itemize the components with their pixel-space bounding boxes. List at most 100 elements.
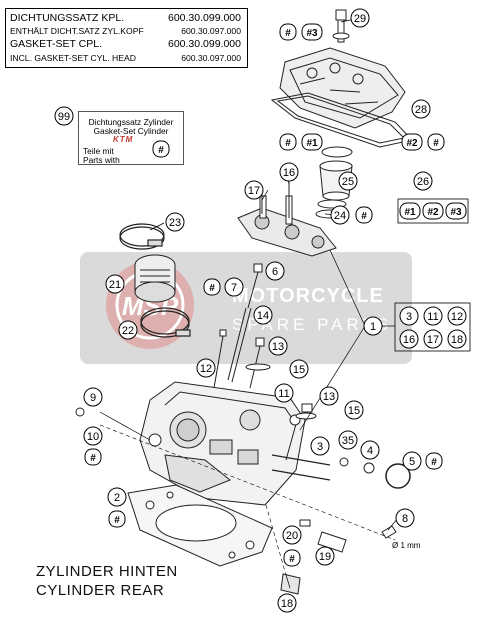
gasket-set-line4-number: 600.30.097.000 xyxy=(181,53,241,63)
badge-hash-24: # xyxy=(355,206,373,224)
callout-16-top: 16 xyxy=(279,162,299,182)
svg-text:11: 11 xyxy=(278,388,289,400)
callout-99: 99 xyxy=(54,106,74,126)
callout-2: 2 xyxy=(107,487,127,507)
svg-text:16: 16 xyxy=(403,334,415,346)
callout-15-b: 15 xyxy=(344,400,364,420)
callout-3-group: 3 xyxy=(399,306,419,326)
hose-clamp-23 xyxy=(119,223,165,250)
svg-text:#1: #1 xyxy=(404,207,416,218)
svg-text:15: 15 xyxy=(348,405,360,417)
callout-18-group: 18 xyxy=(447,329,467,349)
svg-text:#: # xyxy=(90,453,96,464)
svg-text:#: # xyxy=(361,211,367,222)
svg-text:2: 2 xyxy=(114,492,120,504)
badge-hash-right: # xyxy=(427,133,445,151)
badge-hash2-right: #2 xyxy=(401,133,423,151)
callout-12-group: 12 xyxy=(447,306,467,326)
valve-cover-screw xyxy=(332,9,350,43)
callout-29: 29 xyxy=(350,8,370,28)
svg-text:29: 29 xyxy=(354,13,366,25)
svg-text:17: 17 xyxy=(248,185,260,197)
callout-13: 13 xyxy=(268,336,288,356)
svg-text:16: 16 xyxy=(283,167,295,179)
svg-text:9: 9 xyxy=(90,392,96,404)
cylinder-head-studs xyxy=(213,263,265,389)
badge-hash3-top: #3 xyxy=(301,23,323,41)
svg-text:26: 26 xyxy=(417,176,429,188)
callout-24: 24 xyxy=(330,205,350,225)
callout-12: 12 xyxy=(196,358,216,378)
hash-badges: # #3 # #1 #2 # # #1 #2 #3 # # # # # # xyxy=(84,23,467,567)
svg-text:11: 11 xyxy=(427,311,438,323)
callout-26: 26 xyxy=(413,171,433,191)
callout-8: 8 xyxy=(395,508,415,528)
variant-group-box xyxy=(397,198,469,224)
leader-lines xyxy=(99,171,399,589)
gasket-set-line3-number: 600.30.099.000 xyxy=(168,38,241,50)
cylinder-kit-title-en: Gasket-Set Cylinder xyxy=(93,126,169,136)
callouts: 29 28 25 24 26 16 17 23 21 22 6 7 14 13 … xyxy=(54,8,467,613)
badge-hash3-26: #3 xyxy=(445,202,467,220)
svg-text:#2: #2 xyxy=(406,138,418,149)
svg-text:12: 12 xyxy=(451,311,463,323)
svg-text:7: 7 xyxy=(231,282,237,294)
gasket-set-line2-number: 600.30.097.000 xyxy=(181,26,241,36)
callout-19: 19 xyxy=(315,546,335,566)
svg-text:99: 99 xyxy=(58,111,70,123)
badge-hash-5: # xyxy=(425,452,443,470)
svg-text:13: 13 xyxy=(272,341,284,353)
svg-text:12: 12 xyxy=(200,363,212,375)
callout-13-b: 13 xyxy=(319,386,339,406)
svg-text:15: 15 xyxy=(293,364,305,376)
svg-text:#: # xyxy=(209,283,215,294)
badge-hash-20: # xyxy=(283,549,301,567)
hose-clamp-22 xyxy=(140,307,191,338)
badge-hash-2: # xyxy=(108,510,126,528)
callout-18: 18 xyxy=(277,593,297,613)
svg-text:#1: #1 xyxy=(306,138,318,149)
valve-cover xyxy=(279,47,406,129)
svg-text:18: 18 xyxy=(451,334,463,346)
svg-text:4: 4 xyxy=(367,445,373,457)
callout-28: 28 xyxy=(411,99,431,119)
svg-text:#: # xyxy=(433,138,439,149)
callout-20: 20 xyxy=(282,525,302,545)
intake-flange xyxy=(134,254,176,303)
parts-with-label-de: Teile mit xyxy=(83,146,114,156)
gasket-set-line2-label: ENTHÄLT DICHT.SATZ ZYL.KOPF xyxy=(10,26,144,36)
svg-text:#: # xyxy=(285,28,291,39)
badge-hash1-26: #1 xyxy=(399,202,421,220)
svg-text:28: 28 xyxy=(415,104,427,116)
gasket-set-info-box: DICHTUNGSSATZ KPL. 600.30.099.000 ENTHÄLT… xyxy=(5,8,248,68)
callout-10: 10 xyxy=(83,426,103,446)
callout-4: 4 xyxy=(360,440,380,460)
diagram-title-de: ZYLINDER HINTEN xyxy=(36,563,178,580)
callout-1: 1 xyxy=(363,316,383,336)
small-parts xyxy=(75,407,411,595)
callout-6: 6 xyxy=(265,261,285,281)
svg-text:20: 20 xyxy=(286,530,298,542)
callout-25: 25 xyxy=(338,171,358,191)
gasket-set-line3-label: GASKET-SET CPL. xyxy=(10,38,103,50)
gasket-set-line4-label: INCL. GASKET-SET CYL. HEAD xyxy=(10,53,136,63)
svg-text:13: 13 xyxy=(323,391,335,403)
callout-16-group: 16 xyxy=(399,329,419,349)
callout-35: 35 xyxy=(338,430,358,450)
callout-3: 3 xyxy=(310,436,330,456)
gasket-set-line1-label: DICHTUNGSSATZ KPL. xyxy=(10,12,125,24)
callout-11: 11 xyxy=(274,383,294,403)
cylinder-kit-title-de: Dichtungssatz Zylinder xyxy=(88,117,174,127)
svg-text:3: 3 xyxy=(317,441,323,453)
svg-text:17: 17 xyxy=(427,334,439,346)
svg-text:#2: #2 xyxy=(427,207,439,218)
cylinder-head xyxy=(139,381,306,506)
callout-17-top: 17 xyxy=(244,180,264,200)
diagram-title-en: CYLINDER REAR xyxy=(36,582,165,599)
svg-text:#: # xyxy=(431,457,437,468)
badge-hash1-mid: #1 xyxy=(301,133,323,151)
svg-text:#: # xyxy=(158,145,164,156)
svg-text:22: 22 xyxy=(122,325,134,337)
svg-text:10: 10 xyxy=(87,431,99,443)
